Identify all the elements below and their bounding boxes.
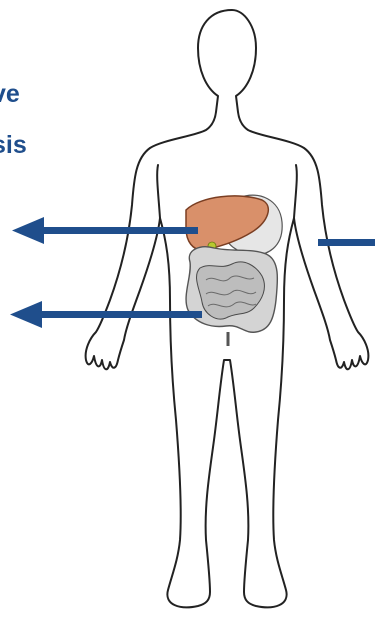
arrow-right <box>318 239 375 246</box>
